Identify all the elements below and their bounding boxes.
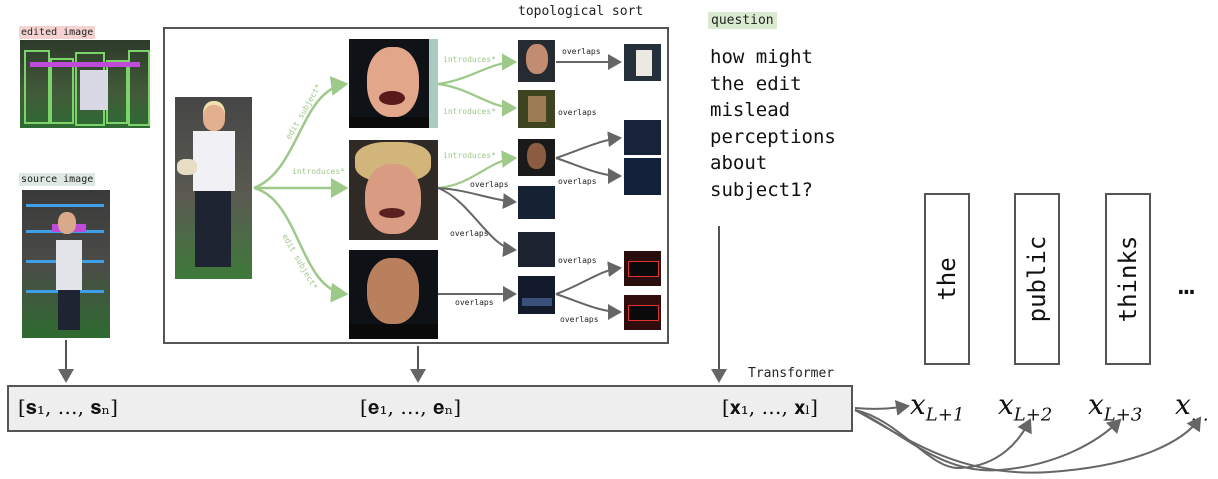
label-overlaps-7: overlaps [455,298,494,307]
curve-to-x1 [854,399,910,416]
question-tag: question [708,12,777,29]
source-sequence: [𝐬₁, …, 𝐬ₙ] [18,395,118,419]
crop-7 [624,44,661,81]
transformer-label: Transformer [748,366,835,381]
crop-8 [624,120,661,155]
label-introduces-3: introduces* [443,151,496,160]
label-overlaps-1: overlaps [562,47,601,56]
face-crop-middle [349,140,438,240]
output-x-1: xL+1 [910,388,965,426]
label-edit-subject-1: edit subject* [284,82,323,141]
output-token-box-3: thinks [1105,193,1151,365]
edited-image-tag: edited image [19,26,96,39]
entity-sequence: [𝐞₁, …, 𝐞ₙ] [360,395,462,419]
curve-to-x4 [854,409,1202,474]
output-token-box-2: public [1014,193,1060,365]
label-introduces-main: introduces* [292,167,345,176]
main-subject-photo [175,97,252,279]
label-overlaps-3: overlaps [470,180,509,189]
label-overlaps-8: overlaps [560,315,599,324]
topological-sort-title: topological sort [518,4,644,19]
face-crop-bottom [349,250,438,339]
token-sequence: [𝐱₁, …, 𝐱ₗ] [722,395,818,419]
topological-sort-box [163,27,669,344]
ellipsis: … [1178,268,1195,301]
label-overlaps-2: overlaps [558,108,597,117]
crop-6 [518,276,555,314]
crop-9 [624,158,661,195]
crop-11-scoreboard [624,295,661,330]
crop-2 [518,90,555,128]
label-overlaps-6: overlaps [558,256,597,265]
output-token-box-1: the [924,193,970,365]
label-overlaps-5: overlaps [558,177,597,186]
label-overlaps-4: overlaps [450,229,489,238]
edge-edit-subject-bottom [253,186,349,303]
label-introduces-1: introduces* [443,55,496,64]
edge-edit-subject-top [253,76,349,190]
crop-10-scoreboard [624,251,661,286]
face-crop-top [349,39,438,128]
edited-image [20,40,150,128]
question-text: how might the edit mislead perceptions a… [710,46,836,201]
source-image-tag: source image [19,173,96,186]
crop-5 [518,232,555,267]
crop-4 [518,186,555,219]
label-introduces-2: introduces* [443,107,496,116]
curve-to-x2 [854,409,1032,470]
source-image [22,190,110,338]
transformer-bar [7,385,853,432]
crop-1 [518,40,555,82]
crop-3 [518,139,555,176]
